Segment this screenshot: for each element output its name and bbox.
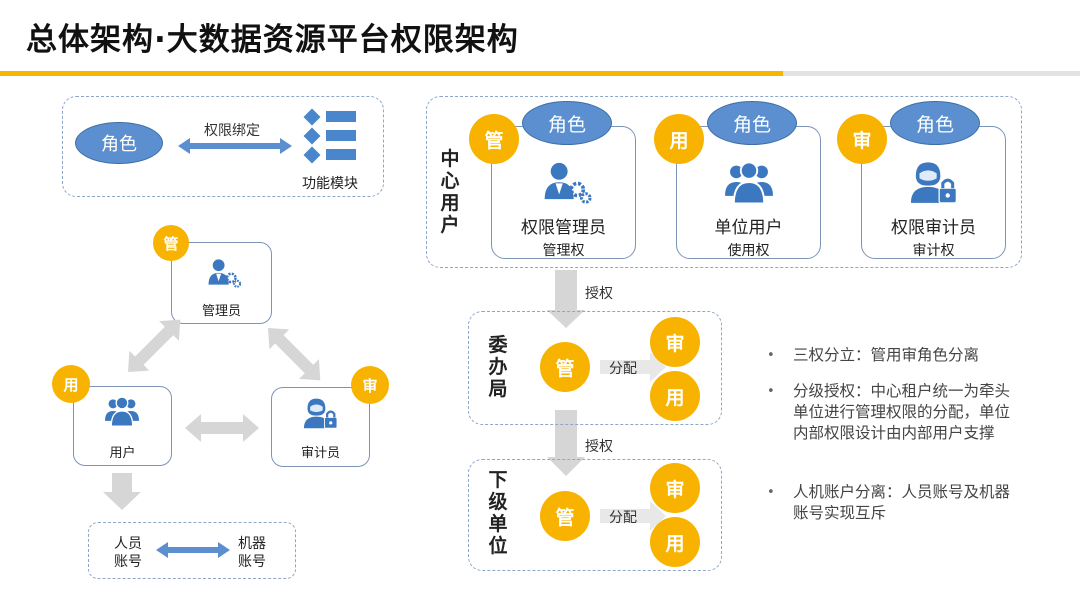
committee-assign-label: 分配 bbox=[609, 361, 637, 377]
center-users-label: 中 心 用 户 bbox=[440, 148, 460, 236]
committee-label: 委 办 局 bbox=[488, 334, 508, 400]
committee-box bbox=[468, 311, 722, 425]
center-auditor-right: 审计权 bbox=[912, 243, 955, 259]
page-title: 总体架构·大数据资源平台权限架构 bbox=[26, 22, 519, 58]
bullet-dot-3: • bbox=[767, 485, 775, 500]
subunit-assign-label: 分配 bbox=[609, 510, 637, 526]
user-badge: 用 bbox=[52, 365, 90, 403]
bullet-dot-1: • bbox=[767, 348, 775, 363]
subunit-label: 下 级 单 位 bbox=[488, 469, 508, 557]
subunit-box bbox=[468, 459, 722, 571]
center-admin-role: 角色 bbox=[522, 101, 612, 145]
admin-label: 管理员 bbox=[201, 304, 241, 319]
subunit-audit-badge: 审 bbox=[650, 463, 700, 513]
subunit-manage-badge: 管 bbox=[540, 491, 590, 541]
title-underline-rest bbox=[783, 71, 1080, 76]
binding-double-arrow bbox=[178, 138, 292, 154]
grant-label-top: 授权 bbox=[585, 286, 613, 302]
binding-arrow-label: 权限绑定 bbox=[204, 123, 260, 139]
center-user-badge: 用 bbox=[654, 114, 704, 164]
admin-badge: 管 bbox=[153, 225, 189, 261]
role-ellipse: 角色 bbox=[75, 122, 163, 164]
center-user-icon bbox=[724, 161, 774, 205]
bullet-dot-2: • bbox=[767, 384, 775, 399]
center-auditor-role: 角色 bbox=[890, 101, 980, 145]
title-underline-accent bbox=[0, 71, 783, 76]
committee-use-badge: 用 bbox=[650, 371, 700, 421]
committee-manage-badge: 管 bbox=[540, 342, 590, 392]
center-user-name: 单位用户 bbox=[714, 218, 783, 238]
center-user-role: 角色 bbox=[707, 101, 797, 145]
accounts-box bbox=[88, 522, 296, 579]
committee-assign-arrow bbox=[600, 352, 666, 382]
center-users-box bbox=[426, 96, 1022, 268]
account-exclusive-arrow bbox=[156, 542, 230, 558]
admin-card bbox=[171, 242, 272, 324]
function-module-icon bbox=[303, 108, 356, 164]
center-admin-name: 权限管理员 bbox=[521, 218, 606, 238]
subunit-assign-arrow bbox=[600, 501, 666, 531]
auditor-label: 审计员 bbox=[300, 446, 340, 461]
user-label: 用户 bbox=[109, 446, 136, 461]
auditor-badge: 审 bbox=[351, 366, 389, 404]
function-module-label: 功能模块 bbox=[302, 176, 358, 192]
bullet-hierarchical: 分级授权：中心租户统一为牵头单位进行管理权限的分配，单位内部权限设计由内部用户支… bbox=[793, 382, 1011, 442]
center-user-right: 使用权 bbox=[727, 243, 770, 259]
bullet-account-separation: 人机账户分离：人员账号及机器账号实现互斥 bbox=[793, 483, 1011, 522]
grant-label-bottom: 授权 bbox=[585, 439, 613, 455]
committee-audit-badge: 审 bbox=[650, 317, 700, 367]
machine-account-label: 机器 账号 bbox=[238, 536, 266, 570]
center-admin-badge: 管 bbox=[469, 114, 519, 164]
center-admin-icon bbox=[542, 161, 592, 204]
bullet-separation: 三权分立：管用审角色分离 bbox=[793, 346, 980, 364]
subunit-use-badge: 用 bbox=[650, 517, 700, 567]
person-account-label: 人员 账号 bbox=[114, 536, 142, 570]
center-auditor-name: 权限审计员 bbox=[891, 218, 976, 238]
role-binding-box bbox=[62, 96, 384, 197]
center-admin-right: 管理权 bbox=[542, 243, 585, 259]
center-auditor-icon bbox=[909, 160, 958, 205]
center-auditor-badge: 审 bbox=[837, 114, 887, 164]
